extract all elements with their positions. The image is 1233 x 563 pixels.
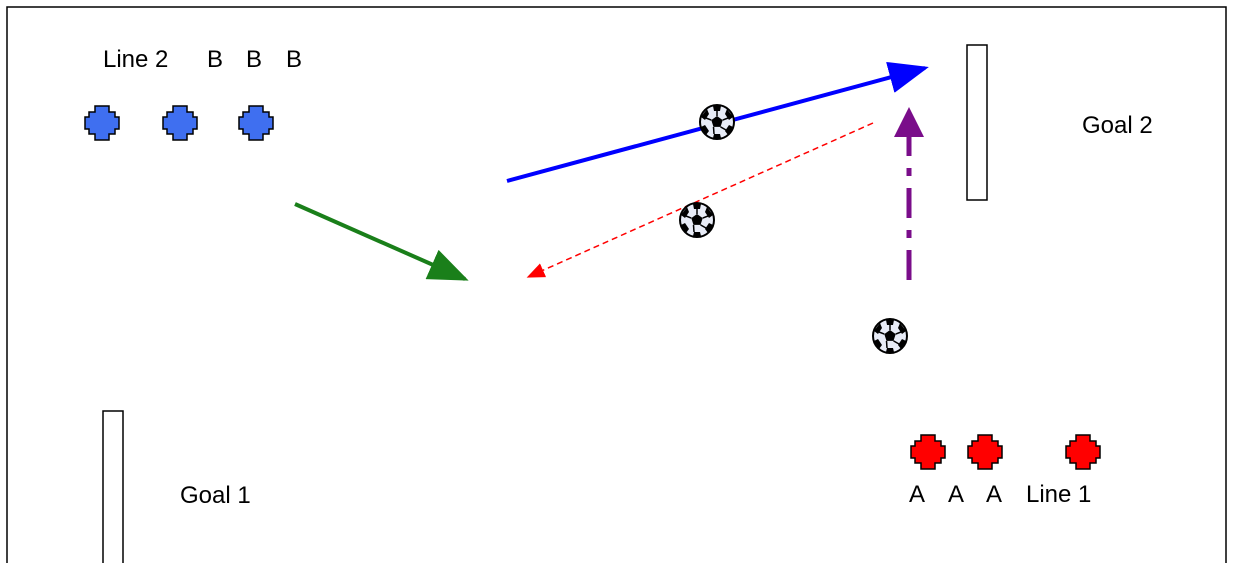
soccer-ball-icon	[679, 202, 715, 238]
goal2-label: Goal 2	[1082, 112, 1153, 139]
pass-arrow-red-dashed	[526, 122, 874, 278]
line2-player-b3: B	[286, 46, 302, 73]
field-border	[6, 6, 1227, 563]
line1-label: Line 1	[1026, 481, 1091, 508]
line2-player-b1: B	[207, 46, 223, 73]
team-a-player-marker	[910, 434, 946, 470]
team-b-player-marker	[84, 105, 120, 141]
line1-player-a1: A	[909, 481, 925, 508]
goal1-label: Goal 1	[180, 482, 251, 509]
team-b-player-marker	[238, 105, 274, 141]
soccer-ball-icon	[699, 104, 735, 140]
line2-label: Line 2	[103, 46, 168, 73]
team-a-player-marker	[967, 434, 1003, 470]
line1-player-a2: A	[948, 481, 964, 508]
goal-1	[102, 410, 124, 563]
line2-player-b2: B	[246, 46, 262, 73]
run-arrow-green	[294, 202, 469, 281]
line1-player-a3: A	[986, 481, 1002, 508]
soccer-ball-icon	[872, 318, 908, 354]
goal-2	[966, 44, 988, 201]
team-a-player-marker	[1065, 434, 1101, 470]
team-b-player-marker	[162, 105, 198, 141]
